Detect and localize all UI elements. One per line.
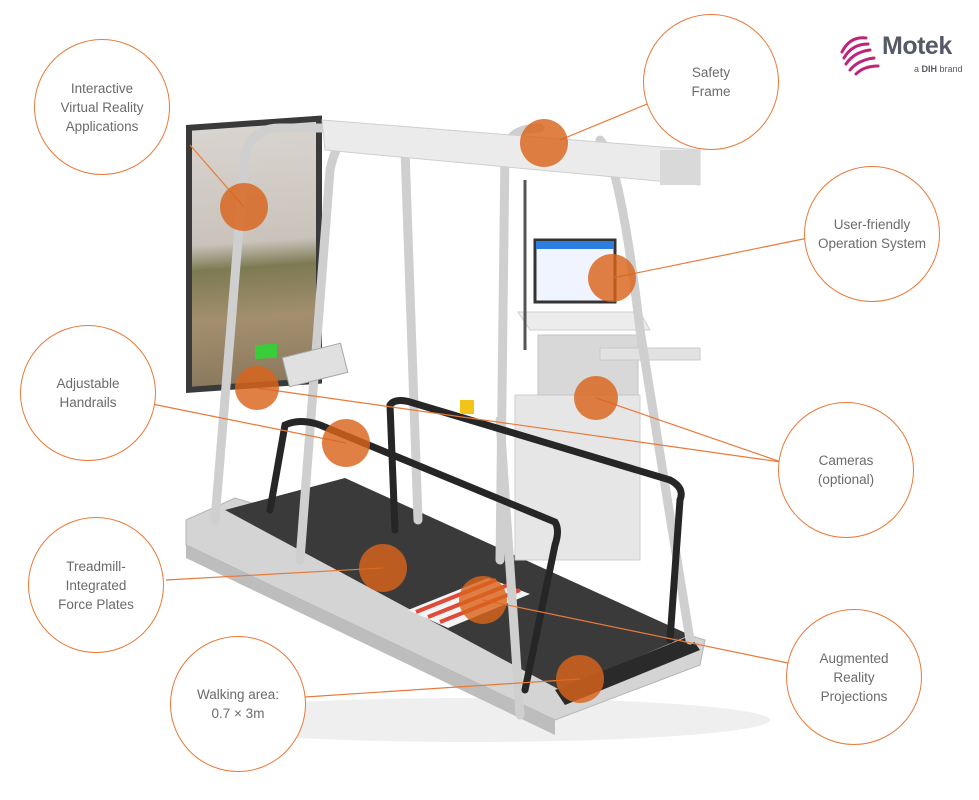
callout-ar-projections: Augmented Reality Projections xyxy=(786,609,922,745)
hotspot-markers xyxy=(220,119,636,703)
callout-vr-label: Interactive Virtual Reality Applications xyxy=(60,80,144,134)
hotspot-operation-system xyxy=(588,254,636,302)
leader-lines xyxy=(151,101,809,698)
callout-vr-applications: Interactive Virtual Reality Applications xyxy=(34,39,170,175)
brand-tagline-brand: DIH xyxy=(921,64,938,74)
callout-adjustable-handrails: Adjustable Handrails xyxy=(20,325,156,461)
brand-name: Motek xyxy=(882,32,952,60)
control-cabinet xyxy=(514,394,641,561)
brand-tagline-suffix: brand xyxy=(939,64,963,74)
vr-screen-target xyxy=(255,343,277,360)
hotspot-ar xyxy=(459,576,507,624)
emergency-stop xyxy=(460,400,474,414)
callout-operation-system: User-friendly Operation System xyxy=(804,166,940,302)
hotspot-camera-left xyxy=(235,366,279,410)
hotspot-camera-right xyxy=(574,376,618,420)
operation-monitor-header xyxy=(536,241,614,249)
callout-walking-area: Walking area: 0.7 × 3m xyxy=(170,636,306,772)
monitor-shelf xyxy=(517,311,651,331)
handrail-panel xyxy=(281,342,349,388)
floor-shadow xyxy=(170,698,770,742)
hotspot-force-plates xyxy=(359,544,407,592)
callout-safety-frame: Safety Frame xyxy=(643,14,779,150)
brand-tagline: a DIH brand xyxy=(914,64,963,74)
brand-tagline-prefix: a xyxy=(914,64,920,74)
callout-force-plates: Treadmill-Integrated Force Plates xyxy=(28,517,164,653)
treadmill-belt xyxy=(225,478,690,690)
callout-safety-label: Safety Frame xyxy=(691,65,731,99)
vr-screen xyxy=(192,121,316,387)
hotspot-handrails xyxy=(322,419,370,467)
hotspot-walking-area xyxy=(556,655,604,703)
handrails xyxy=(266,397,685,694)
callout-ui-label: User-friendly Operation System xyxy=(817,217,927,251)
callout-walking-label: Walking area: 0.7 × 3m xyxy=(196,687,280,721)
callout-ar-label: Augmented Reality Projections xyxy=(819,650,889,704)
callout-forceplates-label: Treadmill-Integrated Force Plates xyxy=(58,558,134,612)
treadmill-side xyxy=(186,545,555,735)
safety-frame-beam-end xyxy=(660,150,700,185)
callout-handrails-label: Adjustable Handrails xyxy=(56,376,120,410)
callout-cameras: Cameras (optional) xyxy=(778,402,914,538)
motek-mark-icon xyxy=(840,36,880,76)
safety-frame-beam xyxy=(321,119,701,186)
hotspot-vr xyxy=(220,183,268,231)
callout-cameras-label: Cameras (optional) xyxy=(817,453,875,487)
keyboard-tray xyxy=(599,347,701,361)
motek-logo: Motek a DIH brand xyxy=(836,30,966,80)
hotspot-safety-frame xyxy=(520,119,568,167)
